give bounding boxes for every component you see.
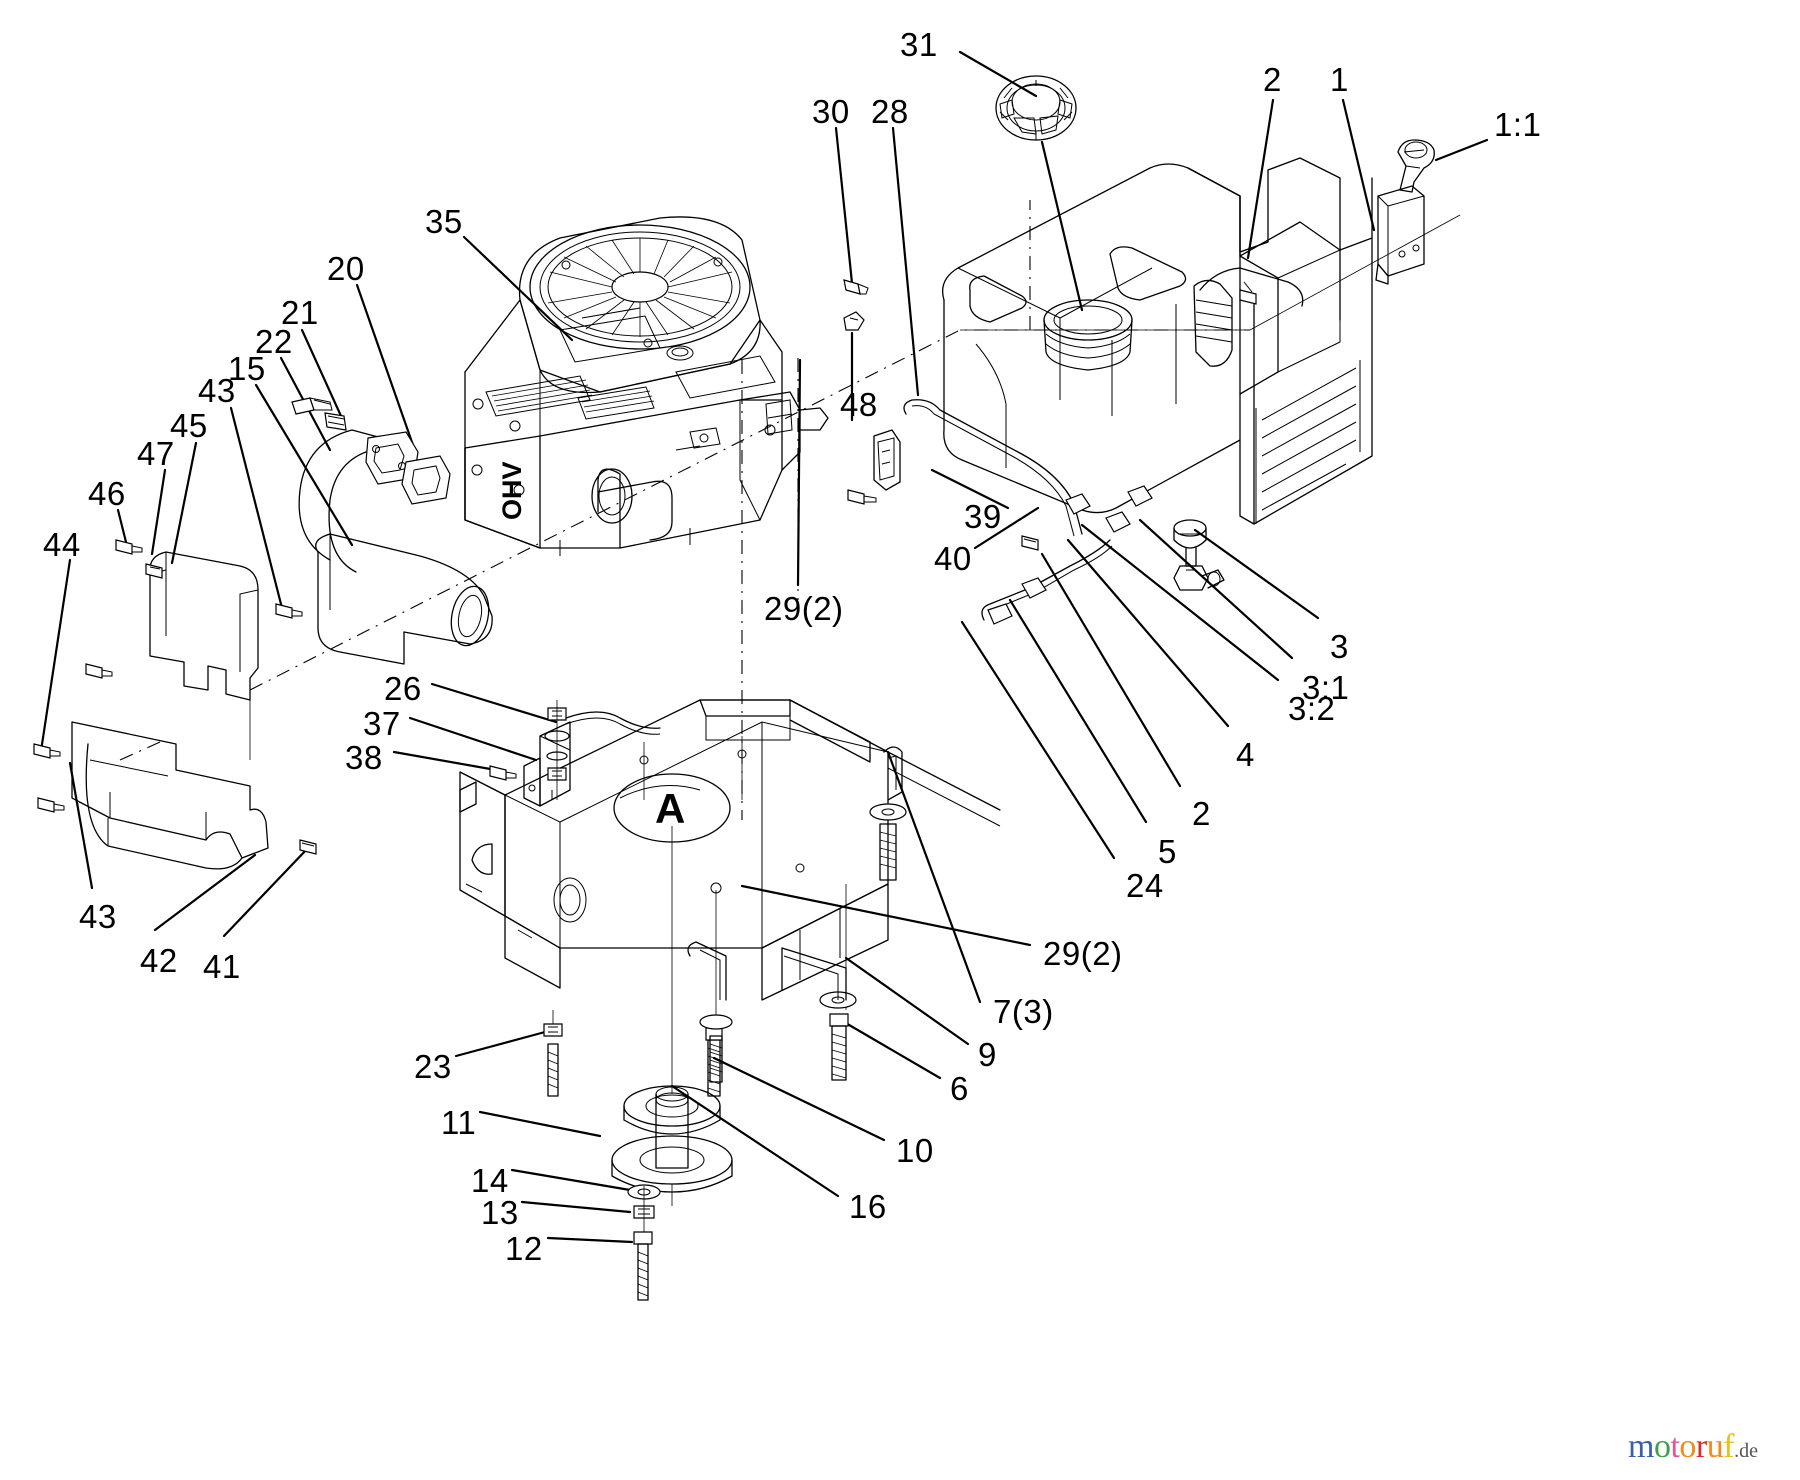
engine-assembly (464, 216, 829, 556)
callout-47: 47 (137, 435, 175, 472)
callout-30: 30 (812, 93, 850, 130)
fitting-30 (843, 279, 869, 295)
callout-12: 12 (505, 1230, 543, 1267)
fastener-38 (489, 765, 517, 781)
fastener-23 (543, 1010, 563, 1097)
callout-42: 42 (140, 942, 178, 979)
callout-38: 38 (345, 739, 383, 776)
watermark-letter-o2: o (1679, 1428, 1696, 1465)
callout-1-1: 1:1 (1494, 106, 1542, 143)
watermark-letter-t: t (1670, 1428, 1680, 1465)
callout-13: 13 (481, 1194, 519, 1231)
fuel-line-assembly (843, 279, 1225, 625)
callout-3-2: 3:2 (1288, 690, 1336, 727)
callout-2-top: 2 (1263, 61, 1282, 98)
callout-28: 28 (871, 93, 909, 130)
callout-16: 16 (849, 1188, 887, 1225)
callout-14: 14 (471, 1162, 509, 1199)
callout-45: 45 (170, 407, 208, 444)
callout-29-upper: 29(2) (764, 590, 844, 627)
fastener-46 (115, 539, 143, 555)
callout-23: 23 (414, 1048, 452, 1085)
frame-hole-a-marking: A (655, 785, 686, 832)
watermark-letter-f: f (1723, 1428, 1735, 1465)
fuel-cap (995, 75, 1077, 141)
leader-lines (39, 50, 1489, 1244)
assembly-guidelines (643, 1072, 673, 1232)
fastener-44 (33, 743, 61, 759)
callout-6: 6 (950, 1070, 969, 1107)
callout-21: 21 (281, 294, 319, 331)
alignment-construction-lines (119, 200, 1461, 820)
watermark-tld: .de (1734, 1440, 1758, 1462)
callout-5: 5 (1158, 833, 1177, 870)
callout-48: 48 (840, 386, 878, 423)
fastener-47 (145, 563, 163, 579)
callout-20: 20 (327, 250, 365, 287)
watermark-letter-r: r (1695, 1428, 1707, 1465)
fastener-9-6 (819, 991, 857, 1081)
switch-bracket-assembly (489, 700, 661, 807)
fastener-22 (324, 412, 347, 431)
motoruf-watermark: motoruf.de (1628, 1428, 1758, 1466)
fastener-40 (1021, 535, 1039, 551)
fastener-39 (847, 489, 877, 505)
callout-26: 26 (384, 670, 422, 707)
callout-46: 46 (88, 475, 126, 512)
fastener-16 (699, 1014, 733, 1083)
callout-10: 10 (896, 1132, 934, 1169)
callout-37: 37 (363, 705, 401, 742)
fastener-21 (291, 397, 333, 415)
watermark-letter-o1: o (1653, 1428, 1671, 1465)
callout-41: 41 (203, 948, 241, 985)
callout-15: 15 (228, 350, 266, 387)
callout-39: 39 (964, 498, 1002, 535)
frame-assembly (459, 699, 1001, 1072)
fastener-15 (275, 603, 303, 619)
callout-43-upper: 43 (198, 372, 236, 409)
callout-4: 4 (1236, 736, 1255, 773)
fastener-stack (544, 700, 570, 800)
fastener-43-upper (85, 663, 113, 679)
callout-2-lower: 2 (1192, 795, 1211, 832)
callout-3: 3 (1330, 628, 1349, 665)
fuel-tank-console-assembly (941, 75, 1435, 525)
callout-35: 35 (425, 203, 463, 240)
callout-31: 31 (900, 26, 938, 63)
watermark-letter-u: u (1706, 1428, 1724, 1465)
callout-24: 24 (1126, 867, 1164, 904)
fastener-43-lower (37, 797, 65, 813)
callout-44: 44 (43, 526, 81, 563)
muffler-assembly (33, 397, 493, 870)
callout-1-top: 1 (1330, 61, 1349, 98)
fastener-10 (705, 1027, 723, 1097)
engine-ohv-marking: OHV (497, 461, 527, 520)
callout-22: 22 (255, 323, 293, 360)
callout-40: 40 (934, 540, 972, 577)
callout-29-lower: 29(2) (1043, 935, 1123, 972)
watermark-letter-m: m (1628, 1428, 1654, 1465)
callout-7-3: 7(3) (993, 993, 1054, 1030)
fuel-shutoff-valve (1173, 519, 1225, 591)
callout-11: 11 (441, 1104, 477, 1141)
callout-3-1: 3:1 (1302, 669, 1350, 706)
callout-9: 9 (978, 1036, 997, 1073)
callout-43-lower: 43 (79, 898, 117, 935)
clip-28 (843, 311, 865, 331)
fastener-41 (299, 839, 317, 855)
